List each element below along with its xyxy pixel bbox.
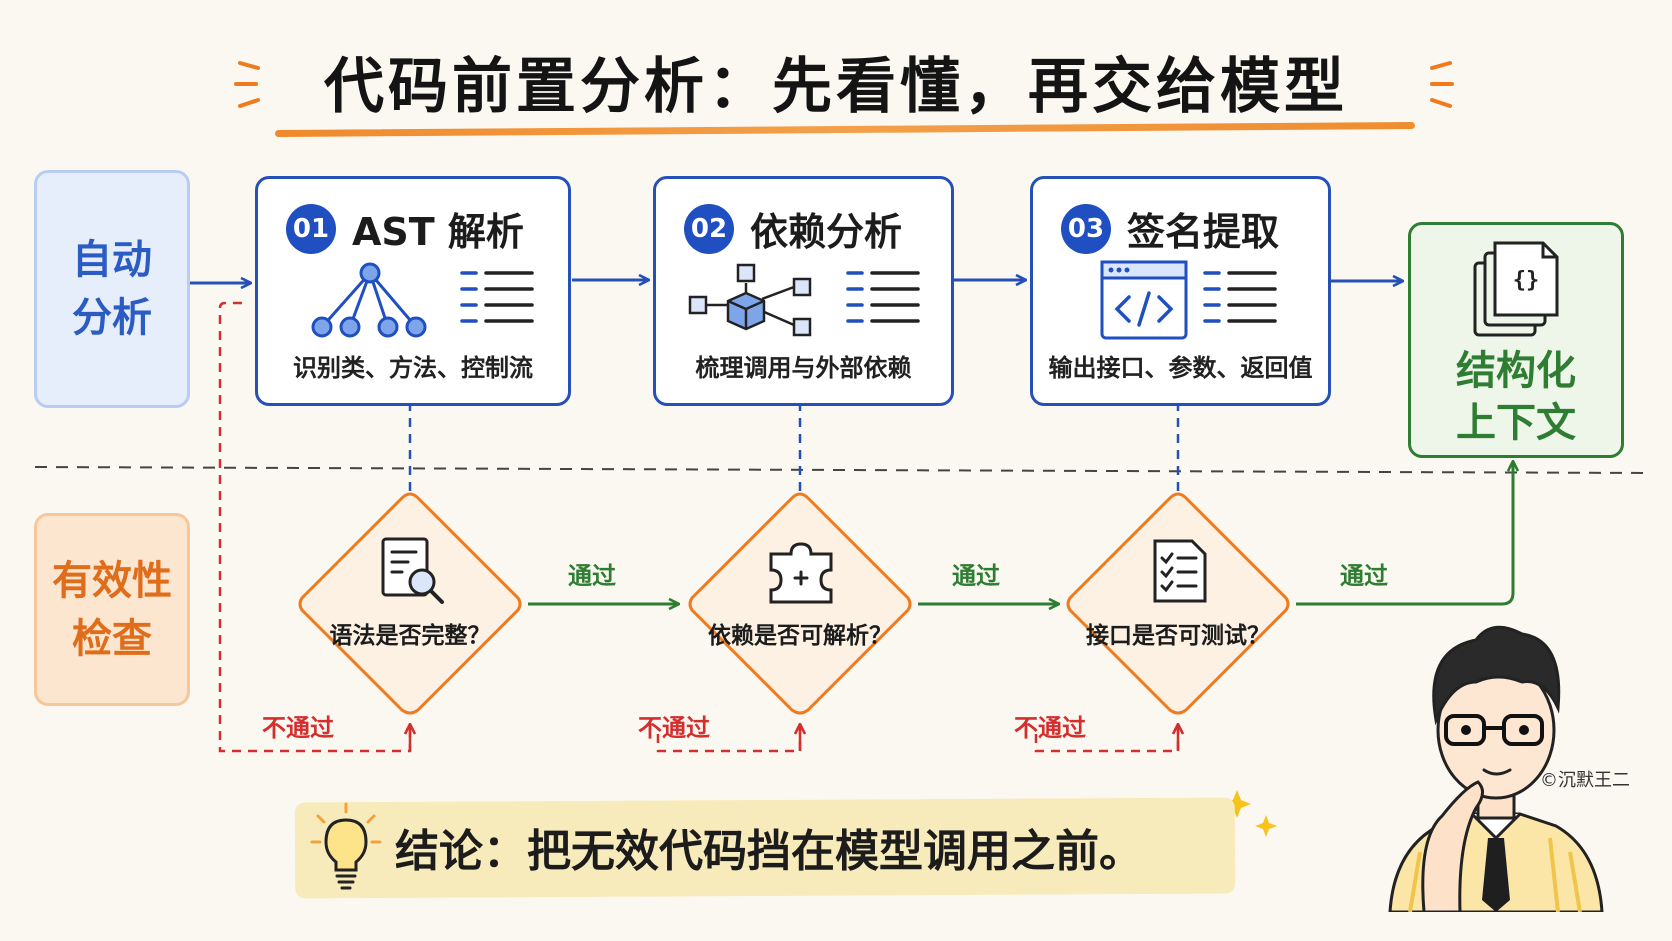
pass-label-1: 通过 — [568, 562, 616, 590]
tree-icon — [311, 262, 427, 338]
lane-label-auto-analysis: 自动 分析 — [34, 170, 190, 408]
fail-loop-2 — [656, 725, 802, 753]
document-search-icon — [381, 537, 444, 604]
code-window-icon — [1100, 260, 1188, 340]
list-lines-icon — [846, 271, 920, 323]
step-title: 依赖分析 — [750, 210, 903, 254]
fail-label-1: 不通过 — [262, 714, 334, 742]
result-card-structured-context: {} 结构化 上下文 — [1408, 222, 1624, 458]
step-number-badge: 02 — [684, 203, 734, 254]
fail-loop-3 — [1034, 725, 1180, 753]
title-accent-left — [234, 61, 260, 108]
svg-text:{}: {} — [1513, 268, 1540, 293]
fail-label-2: 不通过 — [638, 714, 710, 742]
fail-loop-1 — [218, 301, 412, 753]
pass-label-3: 通过 — [1340, 562, 1388, 590]
mascot-illustration — [1388, 625, 1604, 912]
step-card-ast: 01 AST 解析 识别类、方法、控制流 — [255, 176, 571, 406]
step-description: 输出接口、参数、返回值 — [1048, 354, 1313, 382]
copyright-watermark: ©沉默王二 — [1540, 770, 1630, 791]
pass-label-2: 通过 — [952, 562, 1000, 590]
title-accent-right — [1430, 61, 1454, 108]
sparkle-icon-small — [1255, 815, 1277, 837]
fail-label-3: 不通过 — [1014, 714, 1086, 742]
step-title: AST 解析 — [352, 210, 524, 254]
pass-arrow-3 — [1296, 462, 1513, 606]
list-lines-icon — [460, 271, 534, 323]
checklist-icon — [1153, 539, 1207, 603]
page-title: 代码前置分析：先看懂，再交给模型 — [324, 52, 1348, 122]
list-lines-icon — [1203, 271, 1277, 323]
check-diamond-1 — [298, 492, 522, 715]
lane-separator — [34, 466, 1651, 474]
step-description: 梳理调用与外部依赖 — [695, 354, 912, 382]
result-label: 结构化 上下文 — [1456, 348, 1576, 446]
lightbulb-icon — [310, 802, 382, 890]
dependency-graph-icon — [688, 263, 812, 337]
step-title: 签名提取 — [1127, 210, 1280, 254]
step-description: 识别类、方法、控制流 — [293, 354, 533, 382]
step-card-signature: 03 签名提取 输出接口、参数、返回值 — [1030, 176, 1331, 406]
check-question-dependency: 依赖是否可解析？ — [708, 623, 892, 649]
puzzle-icon — [769, 542, 833, 604]
lane-label-validity-check: 有效性 检查 — [34, 513, 190, 706]
step-number-badge: 01 — [286, 203, 336, 254]
step-card-dependency: 02 依赖分析 梳理调用与外部依赖 — [653, 176, 954, 406]
conclusion-text: 结论：把无效代码挡在模型调用之前。 — [395, 826, 1143, 877]
check-question-syntax: 语法是否完整？ — [329, 623, 491, 649]
document-stack-icon: {} — [1473, 241, 1559, 337]
sparkle-icon — [1223, 790, 1251, 818]
check-diamond-3 — [1066, 492, 1290, 715]
check-question-interface: 接口是否可测试？ — [1086, 623, 1270, 649]
step-number-badge: 03 — [1061, 203, 1111, 254]
